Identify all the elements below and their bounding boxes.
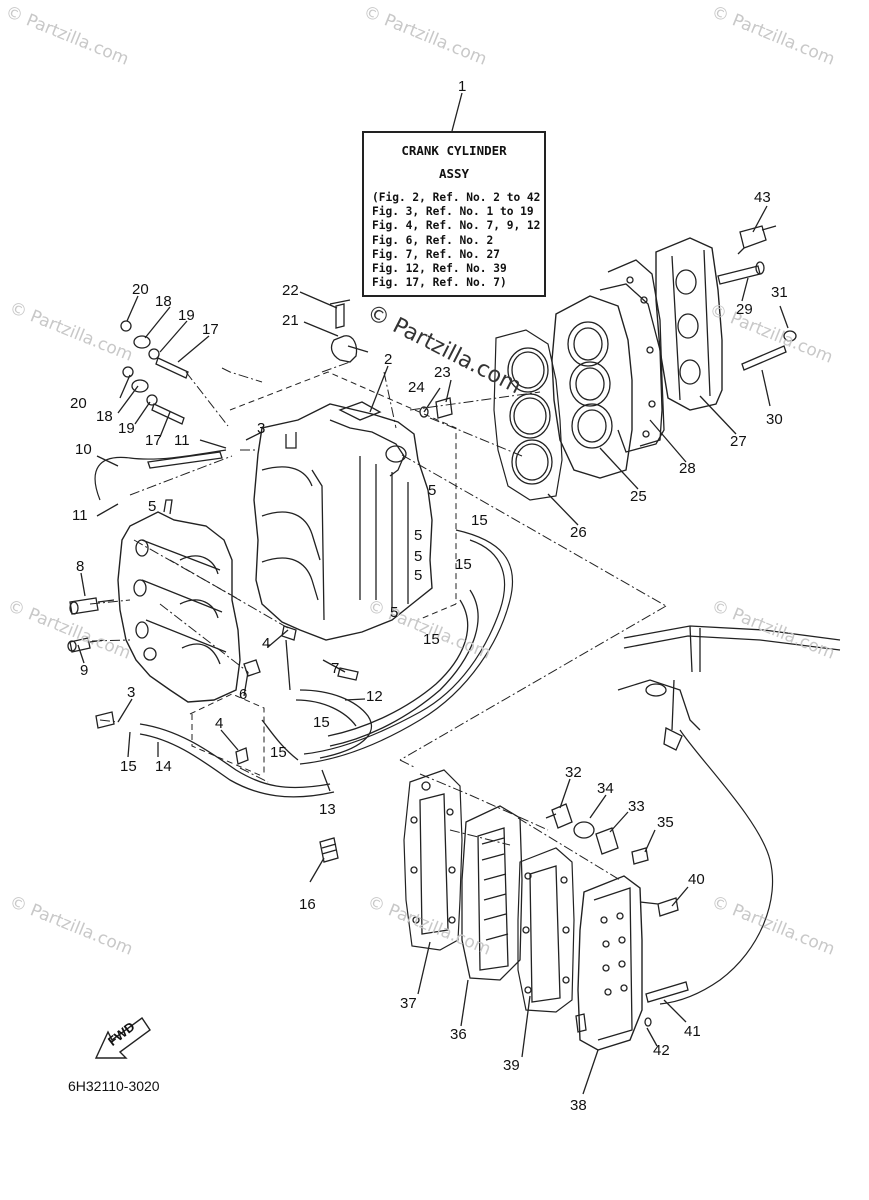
callout-26: 26 xyxy=(570,524,587,541)
callout-17: 17 xyxy=(145,432,162,449)
callout-15: 15 xyxy=(120,758,137,775)
reference-line: Fig. 12, Ref. No. 39 xyxy=(372,262,507,276)
reference-line: Fig. 17, Ref. No. 7) xyxy=(372,276,507,290)
callout-3: 3 xyxy=(127,684,136,701)
callout-25: 25 xyxy=(630,488,647,505)
callout-4: 4 xyxy=(215,715,224,732)
callout-23: 23 xyxy=(434,364,451,381)
callout-35: 35 xyxy=(657,814,674,831)
callout-5: 5 xyxy=(428,482,437,499)
callout-15: 15 xyxy=(455,556,472,573)
callout-6: 6 xyxy=(239,686,248,703)
assembly-info-box: CRANK CYLINDER ASSY (Fig. 2, Ref. No. 2 … xyxy=(362,131,546,297)
callout-19: 19 xyxy=(178,307,195,324)
callout-29: 29 xyxy=(736,301,753,318)
callout-15: 15 xyxy=(471,512,488,529)
callout-20: 20 xyxy=(70,395,87,412)
callout-37: 37 xyxy=(400,995,417,1012)
callout-9: 9 xyxy=(80,662,89,679)
callout-19: 19 xyxy=(118,420,135,437)
callout-2: 2 xyxy=(384,351,393,368)
callout-20: 20 xyxy=(132,281,149,298)
callout-31: 31 xyxy=(771,284,788,301)
callout-40: 40 xyxy=(688,871,705,888)
callout-28: 28 xyxy=(679,460,696,477)
callout-41: 41 xyxy=(684,1023,701,1040)
callout-4: 4 xyxy=(262,635,271,652)
callout-5: 5 xyxy=(414,527,423,544)
callout-10: 10 xyxy=(75,441,92,458)
callout-17: 17 xyxy=(202,321,219,338)
callout-36: 36 xyxy=(450,1026,467,1043)
callout-11: 11 xyxy=(174,432,190,449)
callout-33: 33 xyxy=(628,798,645,815)
callout-32: 32 xyxy=(565,764,582,781)
callout-18: 18 xyxy=(96,408,113,425)
reference-line: Fig. 7, Ref. No. 27 xyxy=(372,247,500,261)
assembly-subtitle: ASSY xyxy=(438,166,470,181)
callout-30: 30 xyxy=(766,411,783,428)
callout-34: 34 xyxy=(597,780,614,797)
callout-8: 8 xyxy=(76,558,85,575)
callout-14: 14 xyxy=(155,758,172,775)
assembly-title: CRANK CYLINDER xyxy=(401,143,507,158)
diagram-part-code: 6H32110-3020 xyxy=(68,1078,160,1094)
callout-7: 7 xyxy=(331,660,340,677)
callout-11: 11 xyxy=(72,507,88,524)
reference-line: Fig. 6, Ref. No. 2 xyxy=(372,233,494,247)
reference-line: Fig. 4, Ref. No. 7, 9, 12 xyxy=(372,219,541,233)
callout-5: 5 xyxy=(414,567,423,584)
callout-5: 5 xyxy=(414,548,423,565)
callout-13: 13 xyxy=(319,801,336,818)
callout-18: 18 xyxy=(155,293,172,310)
callout-12: 12 xyxy=(366,688,383,705)
callout-15: 15 xyxy=(313,714,330,731)
callout-5: 5 xyxy=(390,604,399,621)
callout-5: 5 xyxy=(148,498,157,515)
callout-3: 3 xyxy=(257,420,266,437)
reference-line: Fig. 3, Ref. No. 1 to 19 xyxy=(372,205,534,219)
callout-15: 15 xyxy=(270,744,287,761)
callout-43: 43 xyxy=(754,189,771,206)
callout-27: 27 xyxy=(730,433,747,450)
callout-42: 42 xyxy=(653,1042,670,1059)
callout-21: 21 xyxy=(282,312,299,329)
reference-line: (Fig. 2, Ref. No. 2 to 42 xyxy=(372,191,541,204)
callout-24: 24 xyxy=(408,379,425,396)
callout-38: 38 xyxy=(570,1097,587,1114)
callout-22: 22 xyxy=(282,282,299,299)
callout-16: 16 xyxy=(299,896,316,913)
callout-39: 39 xyxy=(503,1057,520,1074)
callout-1: 1 xyxy=(458,78,467,95)
callout-15: 15 xyxy=(423,631,440,648)
